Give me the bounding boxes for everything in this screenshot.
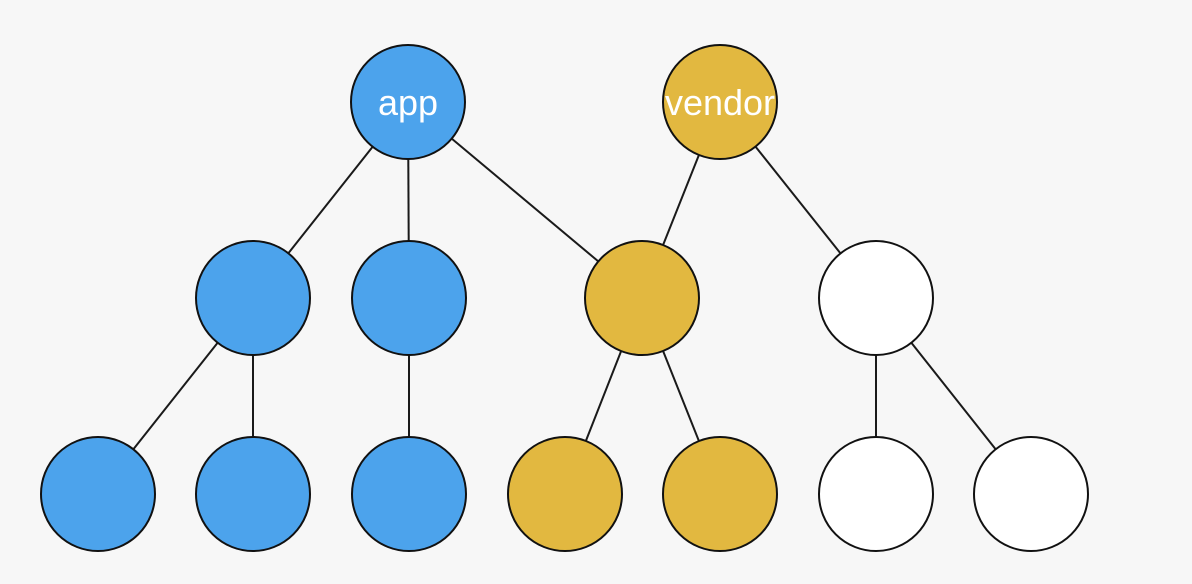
node-m4 [818,240,934,356]
edges-layer [132,137,997,450]
node-m3 [584,240,700,356]
node-circle-m4 [818,240,934,356]
node-circle-l3 [351,436,467,552]
node-circle-m1 [195,240,311,356]
node-label-app: app [378,82,438,123]
node-circle-l4 [507,436,623,552]
edge-m4-l7 [910,342,997,450]
node-m2 [351,240,467,356]
edge-vendor-m4 [754,145,842,255]
node-m1 [195,240,311,356]
node-l2 [195,436,311,552]
nodes-layer: app vendor [40,44,1089,552]
node-circle-l1 [40,436,156,552]
edge-vendor-m3 [662,154,700,246]
edge-app-m3 [451,137,599,263]
node-circle-app [350,44,466,160]
node-circle-l7 [973,436,1089,552]
node-circle-l6 [818,436,934,552]
node-l5 [662,436,778,552]
node-app: app [350,44,466,160]
node-circle-m3 [584,240,700,356]
edge-m3-l5 [662,350,700,442]
node-l1 [40,436,156,552]
node-l6 [818,436,934,552]
node-circle-vendor [662,44,778,160]
edge-app-m1 [287,146,374,254]
node-l7 [973,436,1089,552]
node-l4 [507,436,623,552]
edge-m1-l1 [132,342,219,450]
node-vendor: vendor [662,44,778,160]
node-circle-l5 [662,436,778,552]
node-circle-l2 [195,436,311,552]
node-label-vendor: vendor [665,82,775,123]
node-circle-m2 [351,240,467,356]
node-l3 [351,436,467,552]
edge-m3-l4 [584,350,623,442]
